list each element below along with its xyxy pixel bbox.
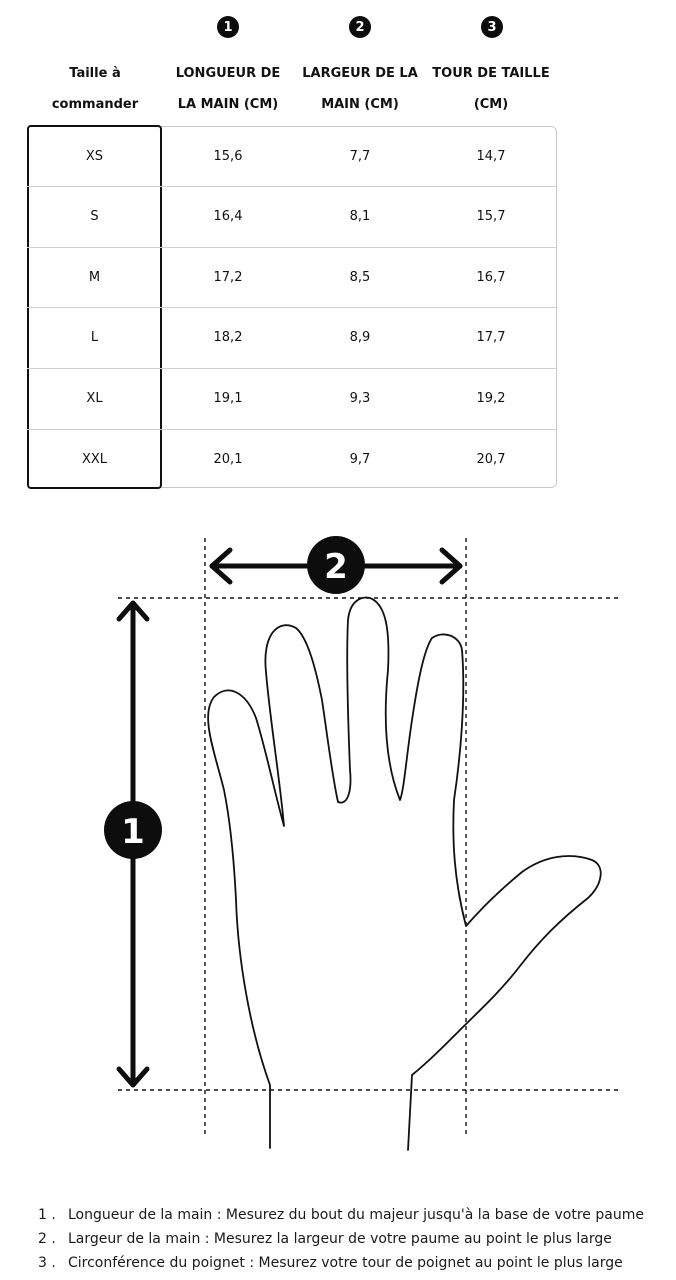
size-cell: XXL	[81, 452, 108, 467]
note-number: 3 .	[38, 1255, 56, 1271]
length-badge-circle	[104, 801, 162, 859]
width-cell: 8,9	[349, 330, 371, 345]
waist-cell: 20,7	[476, 452, 506, 467]
size-cell: M	[88, 270, 101, 285]
length-cell: 18,2	[213, 330, 243, 345]
table-row: XS 15,6 7,7 14,7	[27, 126, 558, 187]
length-header-line-1: LONGUEUR DE	[175, 66, 281, 81]
hand-measurement-diagram: 1 2	[104, 536, 620, 1151]
width-header-line-1: LARGEUR DE LA	[302, 66, 418, 81]
note-number: 1 .	[38, 1207, 56, 1223]
column-3-badge: 3	[481, 16, 503, 38]
measurement-notes: 1 . Longueur de la main : Mesurez du bou…	[38, 1205, 644, 1277]
waist-cell: 19,2	[476, 391, 506, 406]
note-text: Circonférence du poignet : Mesurez votre…	[68, 1255, 623, 1271]
waist-cell: 15,7	[476, 209, 506, 224]
note-item: 1 . Longueur de la main : Mesurez du bou…	[38, 1205, 644, 1229]
table-row: S 16,4 8,1 15,7	[27, 186, 558, 247]
width-cell: 7,7	[349, 149, 371, 164]
width-badge-text: 2	[324, 547, 348, 587]
column-2-badge: 2	[349, 16, 371, 38]
row-divider	[27, 247, 557, 248]
width-header-line-2: MAIN (CM)	[321, 97, 399, 112]
size-header-line-2: commander	[51, 97, 139, 112]
size-header-line-1: Taille à	[69, 66, 121, 81]
length-cell: 20,1	[213, 452, 243, 467]
size-cell: L	[90, 330, 99, 345]
row-divider	[27, 368, 557, 369]
width-column-header: LARGEUR DE LA MAIN (CM)	[298, 58, 422, 120]
note-item: 2 . Largeur de la main : Mesurez la larg…	[38, 1229, 644, 1253]
size-cell: S	[90, 209, 99, 224]
column-1-badge: 1	[217, 16, 239, 38]
width-badge-circle	[307, 536, 365, 594]
width-cell: 8,5	[349, 270, 371, 285]
size-table: XS 15,6 7,7 14,7 S 16,4 8,1 15,7 M 17,2 …	[27, 125, 558, 489]
length-cell: 17,2	[213, 270, 243, 285]
length-cell: 19,1	[213, 391, 243, 406]
length-header-line-2: LA MAIN (CM)	[177, 97, 279, 112]
note-number: 2 .	[38, 1231, 56, 1247]
size-column-header: Taille à commander	[30, 58, 160, 120]
waist-cell: 17,7	[476, 330, 506, 345]
length-column-header: LONGUEUR DE LA MAIN (CM)	[168, 58, 288, 120]
length-badge-text: 1	[121, 812, 145, 852]
waist-cell: 16,7	[476, 270, 506, 285]
table-row: M 17,2 8,5 16,7	[27, 247, 558, 308]
size-cell: XL	[86, 391, 103, 406]
length-cell: 16,4	[213, 209, 243, 224]
note-text: Longueur de la main : Mesurez du bout du…	[68, 1207, 644, 1223]
table-row: XXL 20,1 9,7 20,7	[27, 429, 558, 490]
hand-outline	[207, 596, 602, 1151]
table-row: L 18,2 8,9 17,7	[27, 307, 558, 368]
size-cell: XS	[85, 149, 104, 164]
table-row: XL 19,1 9,3 19,2	[27, 368, 558, 429]
note-text: Largeur de la main : Mesurez la largeur …	[68, 1231, 612, 1247]
width-cell: 8,1	[349, 209, 371, 224]
row-divider	[27, 307, 557, 308]
waist-header-line-2: (CM)	[473, 97, 509, 112]
note-item: 3 . Circonférence du poignet : Mesurez v…	[38, 1253, 644, 1277]
width-cell: 9,7	[349, 452, 371, 467]
waist-cell: 14,7	[476, 149, 506, 164]
waist-column-header: TOUR DE TAILLE (CM)	[428, 58, 554, 120]
row-divider	[27, 186, 557, 187]
width-cell: 9,3	[349, 391, 371, 406]
row-divider	[27, 429, 557, 430]
waist-header-line-1: TOUR DE TAILLE	[432, 66, 550, 81]
length-cell: 15,6	[213, 149, 243, 164]
